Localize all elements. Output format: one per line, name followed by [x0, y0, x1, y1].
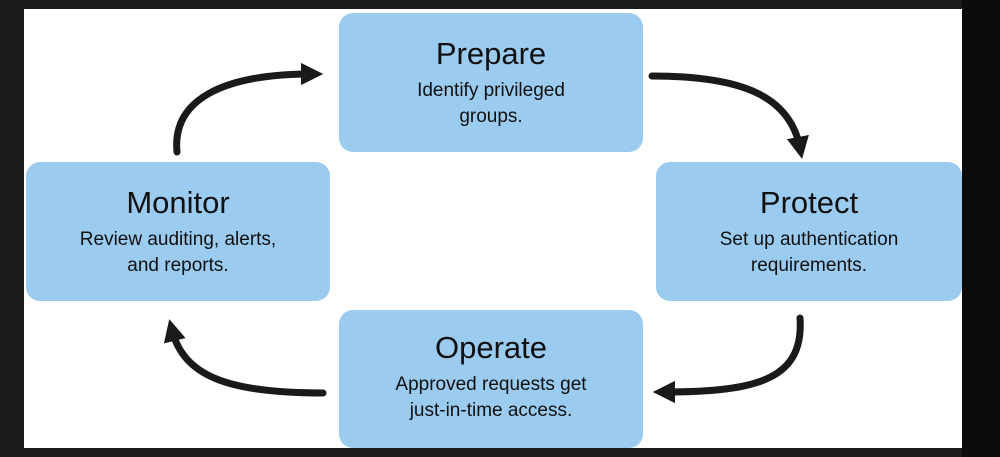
step-title-protect: Protect: [759, 184, 859, 220]
step-title-operate: Operate: [434, 330, 547, 365]
step-description-line: just-in-time access.: [409, 400, 573, 421]
step-description-line: Set up authentication: [719, 228, 899, 250]
step-title-monitor: Monitor: [126, 184, 230, 220]
step-description-line: Review auditing, alerts,: [79, 228, 277, 250]
step-description-operate: Approved requests get just-in-time acces…: [395, 372, 586, 424]
step-description-prepare: Identify privileged groups.: [417, 78, 565, 130]
step-description-monitor: Review auditing, alerts, and reports.: [80, 227, 276, 279]
step-description-line: groups.: [459, 105, 523, 127]
step-card-monitor: Monitor Review auditing, alerts, and rep…: [26, 162, 330, 301]
step-description-line: Approved requests get: [395, 374, 587, 395]
step-card-prepare: Prepare Identify privileged groups.: [339, 13, 643, 152]
window-edge: [962, 0, 1000, 457]
step-description-line: and reports.: [127, 254, 229, 276]
step-description-line: Identify privileged: [417, 79, 565, 101]
step-description-line: requirements.: [750, 254, 868, 276]
step-title-prepare: Prepare: [435, 35, 547, 71]
step-description-protect: Set up authentication requirements.: [720, 227, 899, 279]
step-card-protect: Protect Set up authentication requiremen…: [656, 162, 962, 301]
step-card-operate: Operate Approved requests get just-in-ti…: [339, 310, 643, 448]
